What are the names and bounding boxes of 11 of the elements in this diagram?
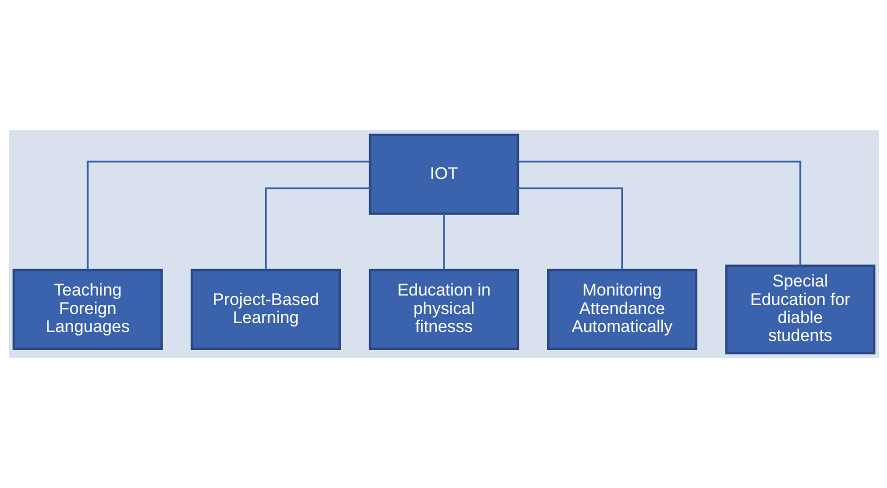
node-box: Monitoring Attendance Automatically xyxy=(546,268,697,350)
node-box: Teaching Foreign Languages xyxy=(12,268,162,350)
connector xyxy=(86,160,370,270)
node-box: Education in physical fitnesss xyxy=(368,268,519,350)
node-box: Special Education for diable students xyxy=(724,264,875,354)
connector xyxy=(442,214,444,270)
connector xyxy=(264,187,370,270)
node-box: IOT xyxy=(368,134,519,215)
connector xyxy=(517,187,623,270)
node-box: Project-Based Learning xyxy=(190,268,340,350)
connector xyxy=(518,160,801,266)
